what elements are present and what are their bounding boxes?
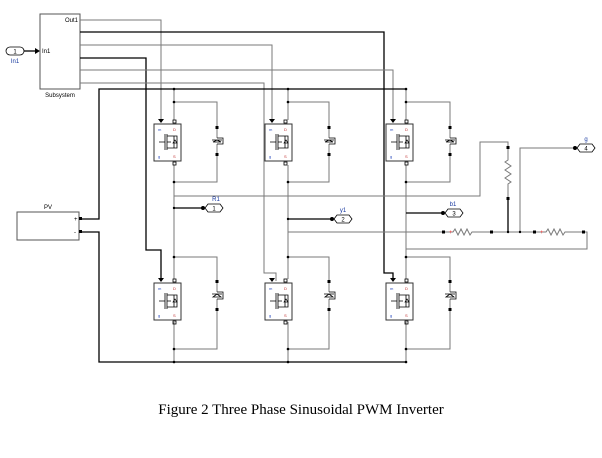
diode-lower-3 <box>444 280 457 311</box>
pv-block[interactable]: PV + - <box>16 205 82 241</box>
inport-label: In1 <box>11 59 20 65</box>
pv-minus-label: - <box>74 230 76 236</box>
mosfet-lower-2: m D g S <box>264 278 293 325</box>
arrow-icon <box>35 48 40 54</box>
svg-text:D: D <box>405 127 408 132</box>
svg-text:+: + <box>540 230 544 236</box>
svg-text:m: m <box>390 286 394 291</box>
leg-wires <box>286 87 330 364</box>
svg-text:D: D <box>284 286 287 291</box>
outport-number: 1 <box>212 207 216 213</box>
svg-text:D: D <box>173 286 176 291</box>
svg-text:D: D <box>173 127 176 132</box>
figure-caption: Figure 2 Three Phase Sinusoidal PWM Inve… <box>158 402 444 418</box>
leg-wires <box>172 87 218 364</box>
subsystem-out-label: Out1 <box>65 18 79 24</box>
diode-lower-2 <box>323 280 336 311</box>
svg-text:m: m <box>390 127 394 132</box>
svg-text:S: S <box>284 313 287 318</box>
svg-text:D: D <box>405 286 408 291</box>
gate-signal-wires <box>80 19 394 281</box>
pv-title: PV <box>44 205 52 211</box>
subsystem-in-label: In1 <box>42 49 51 55</box>
leg-wires <box>404 87 451 364</box>
svg-text:g: g <box>158 154 160 159</box>
outport-number: 3 <box>452 212 456 218</box>
outport-label: b1 <box>450 202 457 208</box>
outport-1[interactable]: 1 R1 <box>201 197 224 213</box>
outport-label: g <box>584 137 587 143</box>
outport-2[interactable]: 2 y1 <box>330 208 353 224</box>
resistor-load-3 <box>504 146 512 200</box>
subsystem-title: Subsystem <box>45 93 75 99</box>
dc-bus <box>82 88 406 363</box>
diode-upper-3 <box>445 126 457 156</box>
mosfet-upper-2: m D g S <box>264 119 293 166</box>
subsystem-block[interactable]: In1 Out1 Subsystem <box>39 13 81 99</box>
mosfet-lower-1: m D g S <box>153 278 182 325</box>
svg-text:m: m <box>158 286 162 291</box>
svg-text:+: + <box>449 230 453 236</box>
svg-text:g: g <box>390 154 392 159</box>
svg-text:S: S <box>173 154 176 159</box>
svg-text:D: D <box>284 127 287 132</box>
svg-text:m: m <box>158 127 162 132</box>
outport-3[interactable]: 3 b1 <box>441 202 464 218</box>
svg-text:S: S <box>405 313 408 318</box>
inport-in1[interactable]: 1 In1 <box>5 46 25 65</box>
svg-text:g: g <box>269 154 271 159</box>
svg-text:S: S <box>405 154 408 159</box>
svg-text:g: g <box>269 313 271 318</box>
svg-text:m: m <box>269 286 273 291</box>
mosfet-upper-3: m D g S <box>385 119 414 166</box>
diode-lower-1 <box>211 280 224 311</box>
svg-text:m: m <box>269 127 273 132</box>
mosfet-upper-1: m D g S <box>153 119 182 166</box>
inverter-diagram: 1 In1 In1 Out1 Subsystem PV + - <box>5 13 596 364</box>
pv-plus-label: + <box>74 217 78 223</box>
load-wires <box>172 141 588 250</box>
inport-number: 1 <box>13 50 17 56</box>
diode-upper-2 <box>324 126 336 156</box>
svg-text:S: S <box>284 154 287 159</box>
svg-text:g: g <box>158 313 160 318</box>
svg-text:S: S <box>173 313 176 318</box>
mosfet-lower-3: m D g S <box>385 278 414 325</box>
diode-upper-1 <box>212 126 224 156</box>
outport-label: y1 <box>340 208 347 214</box>
outport-number: 4 <box>584 147 588 153</box>
outport-number: 2 <box>341 218 345 224</box>
resistor-load-1: + <box>442 227 493 237</box>
resistor-load-2: + <box>533 227 585 237</box>
outport-4[interactable]: 4g <box>573 137 596 153</box>
svg-text:g: g <box>390 313 392 318</box>
outport-label: R1 <box>212 197 220 203</box>
